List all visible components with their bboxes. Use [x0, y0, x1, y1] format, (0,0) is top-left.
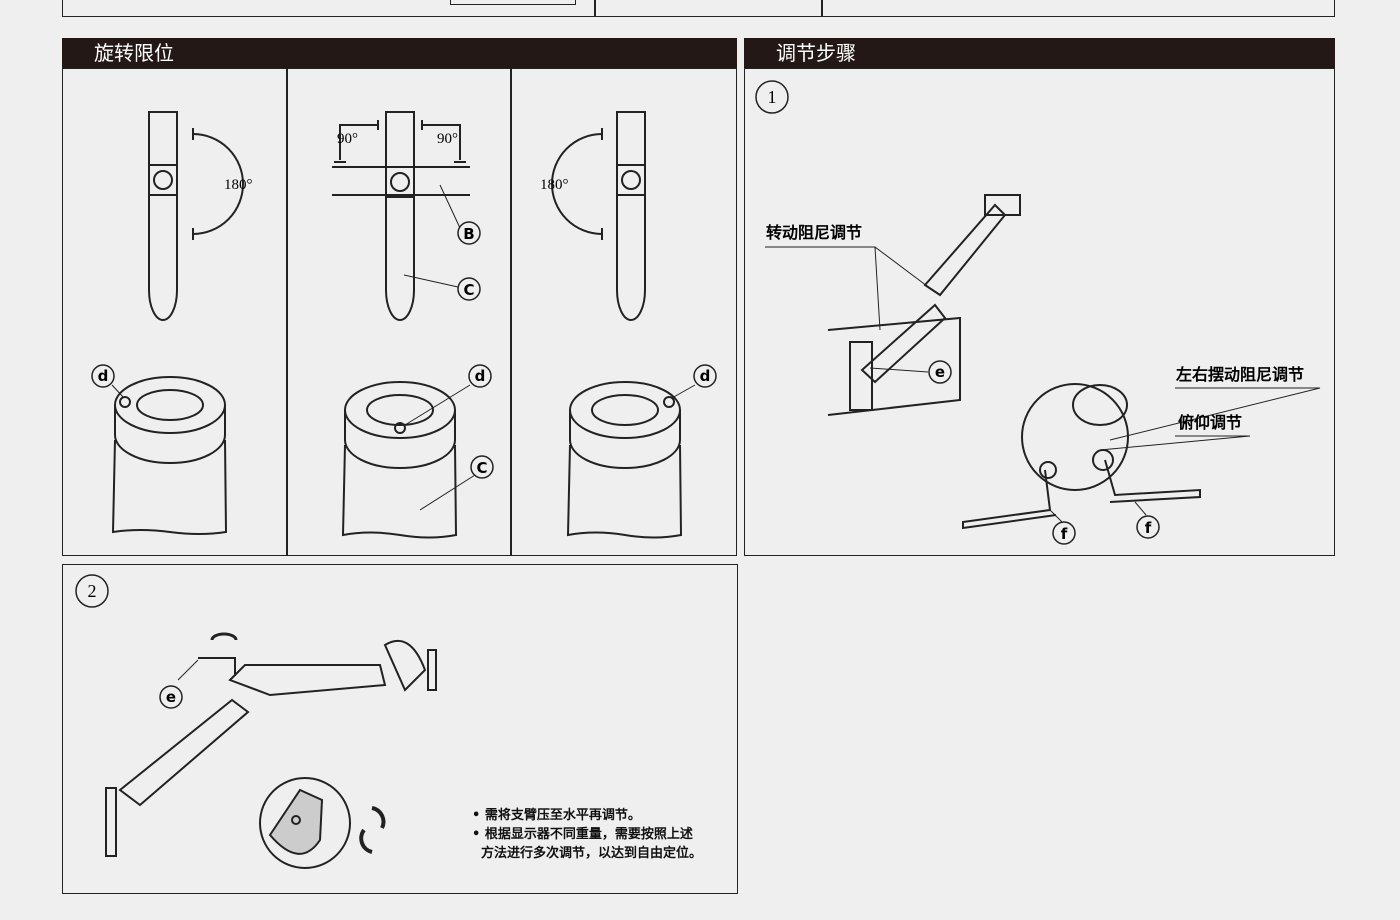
- marker-c: C: [463, 281, 474, 299]
- monitor-arm-step1: [765, 194, 1321, 530]
- divider: [510, 68, 512, 556]
- top-inner-rect: [450, 0, 576, 5]
- rotation-limit-header: 旋转限位: [62, 38, 737, 69]
- marker-d: d: [98, 367, 109, 385]
- marker-e: e: [166, 688, 176, 706]
- monitor-arm-step2: [105, 632, 437, 869]
- marker-d: d: [700, 367, 711, 385]
- tilt-adjust-label: 俯仰调节: [1178, 413, 1242, 432]
- top-table: [62, 0, 1335, 17]
- rotation-damping-label: 转动阻尼调节: [766, 223, 862, 242]
- label-180-left: 180°: [224, 177, 253, 193]
- divider: [821, 0, 823, 16]
- arm-diagram-3: [551, 111, 646, 321]
- divider: [286, 68, 288, 556]
- label-90-right: 90°: [437, 131, 458, 147]
- marker-d: d: [475, 367, 486, 385]
- note-line: • 根据显示器不同重量，需要按照上述: [472, 827, 693, 842]
- marker-f: f: [1145, 519, 1152, 537]
- base-diagrams: [111, 376, 696, 539]
- adjust-steps-panel: [744, 68, 1335, 556]
- step2-number: 2: [88, 581, 97, 601]
- marker-c: C: [476, 459, 487, 477]
- step2-panel: [62, 564, 738, 894]
- marker-e: e: [935, 363, 945, 381]
- divider: [594, 0, 596, 16]
- marker-f: f: [1061, 525, 1068, 543]
- note-line: 方法进行多次调节，以达到自由定位。: [472, 846, 703, 861]
- note-line: • 需将支臂压至水平再调节。: [472, 808, 641, 823]
- arm-diagram-2: [332, 111, 470, 321]
- adjust-notes: • 需将支臂压至水平再调节。 • 根据显示器不同重量，需要按照上述 方法进行多次…: [472, 806, 702, 863]
- arm-diagram-1: [148, 111, 244, 321]
- step1-number: 1: [768, 87, 777, 107]
- adjust-steps-header: 调节步骤: [744, 38, 1335, 69]
- marker-b: B: [463, 225, 474, 243]
- rotation-limit-panel: [62, 68, 737, 556]
- label-90-left: 90°: [337, 131, 358, 147]
- label-180-right: 180°: [540, 177, 569, 193]
- swing-damping-label: 左右摆动阻尼调节: [1175, 365, 1304, 384]
